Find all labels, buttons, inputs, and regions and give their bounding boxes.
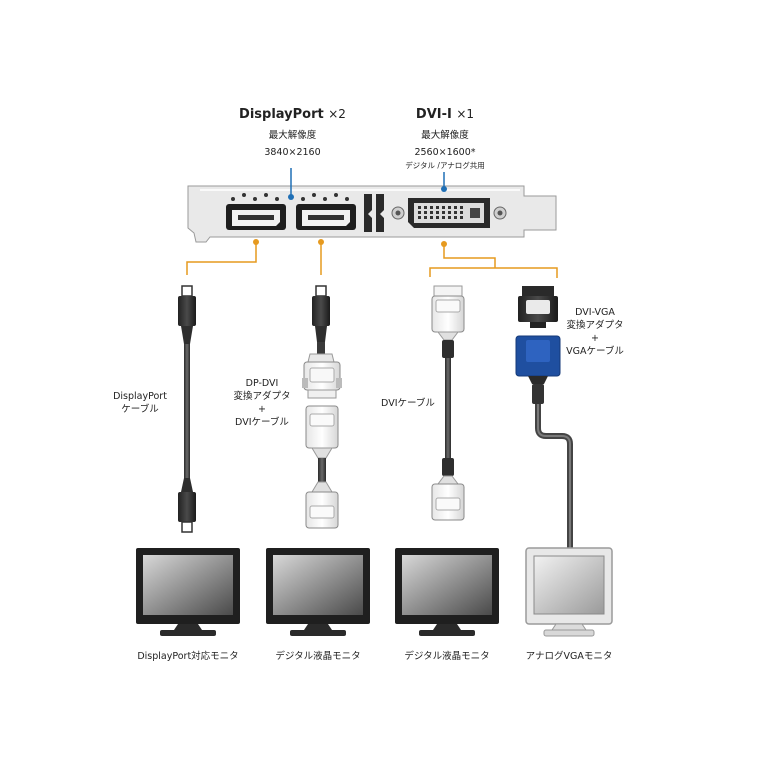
cable-dpdvi-line4: DVIケーブル xyxy=(235,417,289,428)
dvi-title-text: DVI-I xyxy=(415,107,452,122)
cable-vga-line1: DVI-VGA xyxy=(575,307,615,318)
dp-res-value: 3840×2160 xyxy=(264,147,321,158)
monitor-displayport xyxy=(136,548,240,636)
cable-dp-line2: ケーブル xyxy=(121,404,159,415)
cable-dp-line1: DisplayPort xyxy=(113,391,167,402)
cable-vga-line2: 変換アダプタ xyxy=(566,320,624,331)
dvi-cable xyxy=(431,285,465,521)
monitor-digital-1 xyxy=(266,548,370,636)
label-dvi-cable: DVIケーブル xyxy=(381,398,435,409)
monitor-label-4: アナログVGAモニタ xyxy=(525,651,613,662)
label-displayport-cable: DisplayPort ケーブル xyxy=(100,390,180,416)
monitor-analog-vga xyxy=(525,547,613,637)
dp-port-2 xyxy=(296,193,356,230)
dvi-res-value: 2560×1600* xyxy=(414,147,476,158)
cable-vga-line3: + xyxy=(591,333,599,344)
dp-count: ×2 xyxy=(328,107,346,121)
monitor-label-2: デジタル液晶モニタ xyxy=(275,651,361,662)
displayport-cable xyxy=(178,285,196,533)
dvi-port-title: DVI-I ×1 xyxy=(400,107,490,122)
monitor-digital-2 xyxy=(395,548,499,636)
dvi-res-label: 最大解像度 xyxy=(421,130,469,141)
dp-dvi-adapter-cable xyxy=(302,285,342,529)
pointer-lines xyxy=(288,168,447,200)
cable-vga-line4: VGAケーブル xyxy=(566,346,624,357)
dvi-vga-adapter-cable xyxy=(515,286,573,550)
label-dvi-vga: DVI-VGA 変換アダプタ + VGAケーブル xyxy=(560,306,630,358)
dvi-count: ×1 xyxy=(456,107,475,121)
dvi-note: デジタル /アナログ共用 xyxy=(405,161,485,170)
dp-title-text: DisplayPort xyxy=(239,107,324,122)
cable-dpdvi-line3: + xyxy=(258,404,266,415)
cable-dpdvi-line1: DP-DVI xyxy=(245,378,279,389)
label-dp-dvi: DP-DVI 変換アダプタ + DVIケーブル xyxy=(228,377,296,429)
connector-lines xyxy=(186,239,558,278)
dp-port-title: DisplayPort ×2 xyxy=(225,107,360,122)
dp-res-label: 最大解像度 xyxy=(268,130,317,141)
monitor-label-1: DisplayPort対応モニタ xyxy=(137,651,239,662)
vent-slots xyxy=(364,194,384,232)
monitor-label-3: デジタル液晶モニタ xyxy=(404,651,490,662)
dp-port-1 xyxy=(226,193,286,230)
dvi-port xyxy=(391,198,507,228)
cable-dpdvi-line2: 変換アダプタ xyxy=(233,391,291,402)
